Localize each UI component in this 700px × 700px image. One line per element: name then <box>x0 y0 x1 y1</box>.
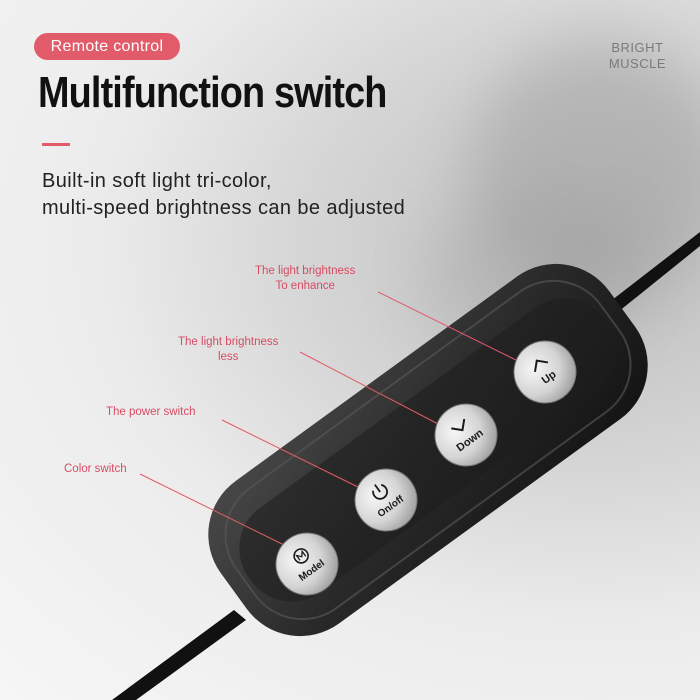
remote-control-badge: Remote control <box>34 33 180 60</box>
up-button[interactable]: Up <box>502 329 589 416</box>
callout-color: Color switch <box>64 463 127 475</box>
brand-logo: BRIGHT MUSCLE <box>608 40 666 71</box>
callout-power: The power switch <box>106 406 196 418</box>
m-circle-icon <box>293 548 309 564</box>
description: Built-in soft light tri-color, multi-spe… <box>42 170 406 219</box>
down-button[interactable]: Down <box>423 392 510 479</box>
background-shadow <box>470 40 700 300</box>
chevron-down-icon <box>451 418 466 432</box>
model-button[interactable]: Model <box>264 521 351 608</box>
power-button[interactable]: On/off <box>343 457 430 544</box>
callout-lines <box>139 291 521 546</box>
callout-down: The light brightness less <box>178 336 279 363</box>
page-title: Multifunction switch <box>38 68 387 117</box>
title-divider <box>42 143 70 146</box>
chevron-up-icon <box>534 359 549 373</box>
callout-up: The light brightness To enhance <box>255 265 356 292</box>
cable-bottom <box>112 610 246 700</box>
power-icon <box>372 484 388 500</box>
cable-top <box>612 232 700 312</box>
switch-body <box>208 263 648 637</box>
